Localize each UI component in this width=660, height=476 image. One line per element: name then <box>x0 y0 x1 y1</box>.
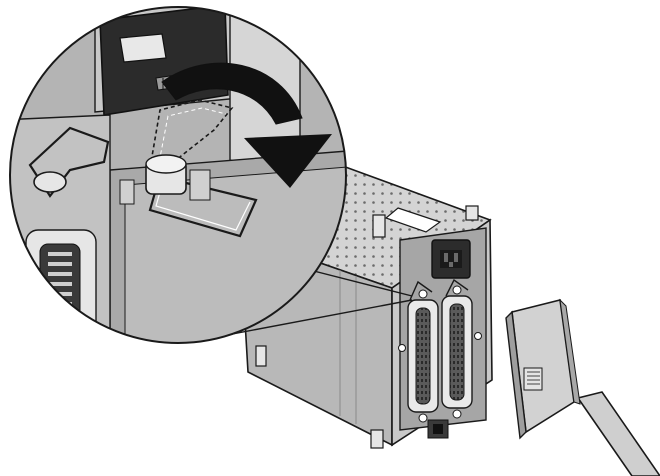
magnified-connector <box>25 229 97 341</box>
magnified-power-socket <box>99 7 229 116</box>
scsi-id-switch[interactable] <box>427 419 449 439</box>
top-handle <box>384 207 442 233</box>
magnified-wire-clip <box>148 174 258 238</box>
scsi-connector-upper[interactable] <box>407 289 439 423</box>
rotation-arrow <box>161 62 332 188</box>
scsi-cable-plug[interactable] <box>505 298 660 476</box>
wire-retaining-clip <box>409 278 469 301</box>
power-socket[interactable] <box>431 239 471 279</box>
clip-pivot <box>119 154 211 205</box>
scsi-connector-lower[interactable] <box>441 285 473 419</box>
